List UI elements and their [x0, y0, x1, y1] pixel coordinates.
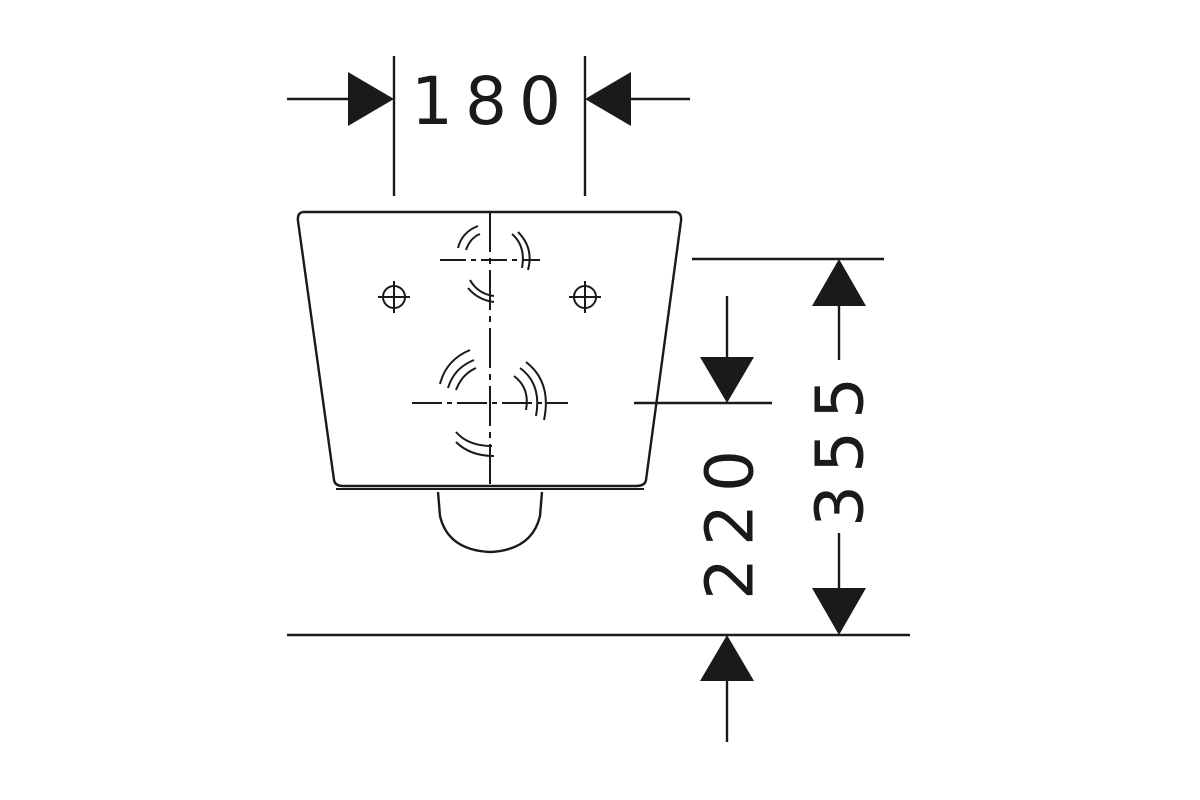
width-dimension: 180: [287, 56, 690, 196]
toilet-body: [296, 210, 683, 554]
overall-height-dimension: 355: [692, 257, 884, 635]
center-arrow-up: [700, 635, 754, 681]
fixing-hole-left-icon: [378, 281, 410, 313]
center-height-label: 220: [692, 438, 769, 600]
overall-arrow-up: [812, 259, 866, 306]
width-dimension-label: 180: [411, 63, 573, 140]
dimension-arrow-left: [348, 72, 394, 126]
center-arrow-down: [700, 357, 754, 403]
upper-fixing-holes: [378, 281, 601, 313]
fixing-hole-right-icon: [569, 281, 601, 313]
lower-outlet-symbol: [412, 349, 568, 457]
center-height-dimension: 220: [634, 296, 772, 742]
overall-height-label: 355: [802, 365, 879, 527]
outlet-spigot: [436, 491, 544, 554]
overall-arrow-down: [812, 588, 866, 635]
dimension-arrow-right: [585, 72, 631, 126]
upper-inlet-symbol: [440, 225, 540, 303]
toilet-outline: [296, 210, 683, 488]
